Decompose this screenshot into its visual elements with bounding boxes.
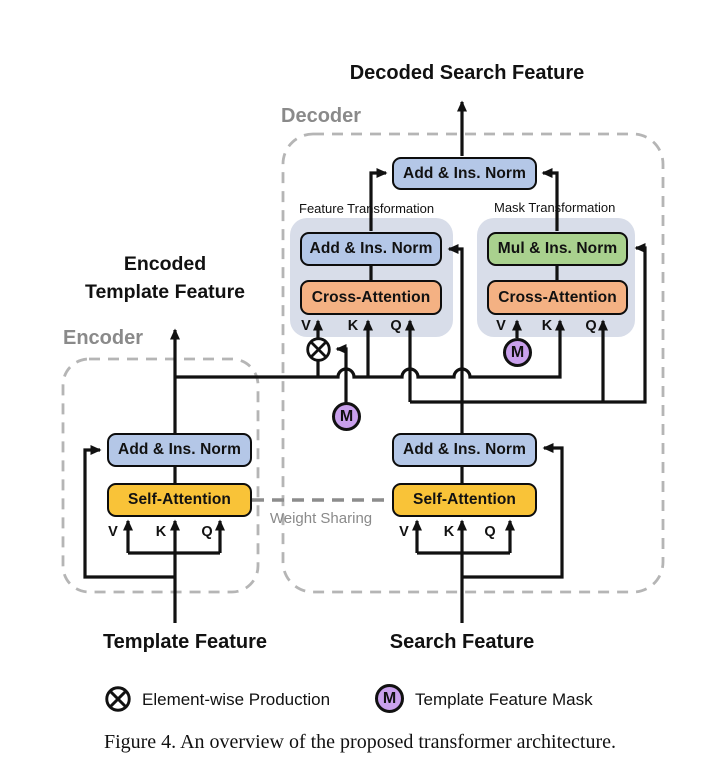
template-feature-label: Template Feature xyxy=(102,631,268,653)
decoder-dashed-border xyxy=(281,132,665,594)
mt-q-label: Q xyxy=(585,318,597,334)
circled-times-icon xyxy=(306,337,331,362)
ft-v-label: V xyxy=(301,318,311,334)
wires xyxy=(83,100,647,623)
mask-letter: M xyxy=(382,689,397,707)
search-selfattention-box: Self-Attention xyxy=(392,483,537,517)
legend-mask-symbol: M xyxy=(375,684,404,713)
feature-transformation-label: Feature Transformation xyxy=(299,201,435,216)
dec-skip-connection xyxy=(462,443,564,579)
legend-mask-label: Template Feature Mask xyxy=(415,690,593,709)
figure-caption: Figure 4. An overview of the proposed tr… xyxy=(103,731,617,753)
dec-v-label: V xyxy=(399,524,409,540)
mask-transformation-label: Mask Transformation xyxy=(494,200,616,215)
mask-to-output-arrow xyxy=(541,168,559,231)
weight-sharing-label: Weight Sharing xyxy=(269,510,373,527)
mask-letter: M xyxy=(510,343,525,361)
enc-skip-connection xyxy=(83,445,175,579)
feature-crossattention-box: Cross-Attention xyxy=(300,280,442,315)
legend-elementwise-label: Element-wise Production xyxy=(142,690,331,709)
dec-k-label: K xyxy=(443,524,455,540)
legend-elementwise-symbol xyxy=(105,686,131,712)
template-mask-symbol-1: M xyxy=(332,402,361,431)
mask-crossattention-box: Cross-Attention xyxy=(487,280,628,315)
decoded-search-feature-label: Decoded Search Feature xyxy=(349,62,585,84)
search-residual-to-ft-addnorm xyxy=(447,244,464,433)
encoder-selfattention-box: Self-Attention xyxy=(107,483,252,517)
decoder-output-addnorm-box: Add & Ins. Norm xyxy=(392,157,537,190)
search-residual-to-mt-mulnorm xyxy=(410,243,647,404)
enc-q-label: Q xyxy=(201,524,213,540)
elementwise-production-symbol xyxy=(306,337,331,362)
mt-k-label: K xyxy=(541,318,553,334)
mask-letter: M xyxy=(339,407,354,425)
mt-v-label: V xyxy=(496,318,506,334)
encoder-dashed-border xyxy=(61,357,260,594)
decoder-label: Decoder xyxy=(281,105,362,127)
ft-q-label: Q xyxy=(390,318,402,334)
encoder-addnorm-box: Add & Ins. Norm xyxy=(107,433,252,467)
encoder-label: Encoder xyxy=(63,327,144,349)
enc-k-label: K xyxy=(155,524,167,540)
search-feature-label: Search Feature xyxy=(389,631,535,653)
mask1-to-otimes-arrow xyxy=(335,344,348,403)
circled-times-icon xyxy=(105,686,131,712)
enc-v-label: V xyxy=(108,524,118,540)
dec-q-label: Q xyxy=(484,524,496,540)
ft-k-label: K xyxy=(347,318,359,334)
mask-mulnorm-box: Mul & Ins. Norm xyxy=(487,232,628,266)
encoded-template-feature-label: Encoded Template Feature xyxy=(84,253,246,303)
feature-to-output-arrow xyxy=(369,168,388,231)
search-addnorm-box: Add & Ins. Norm xyxy=(392,433,537,467)
feature-addnorm-box: Add & Ins. Norm xyxy=(300,232,442,266)
template-mask-symbol-2: M xyxy=(503,338,532,367)
